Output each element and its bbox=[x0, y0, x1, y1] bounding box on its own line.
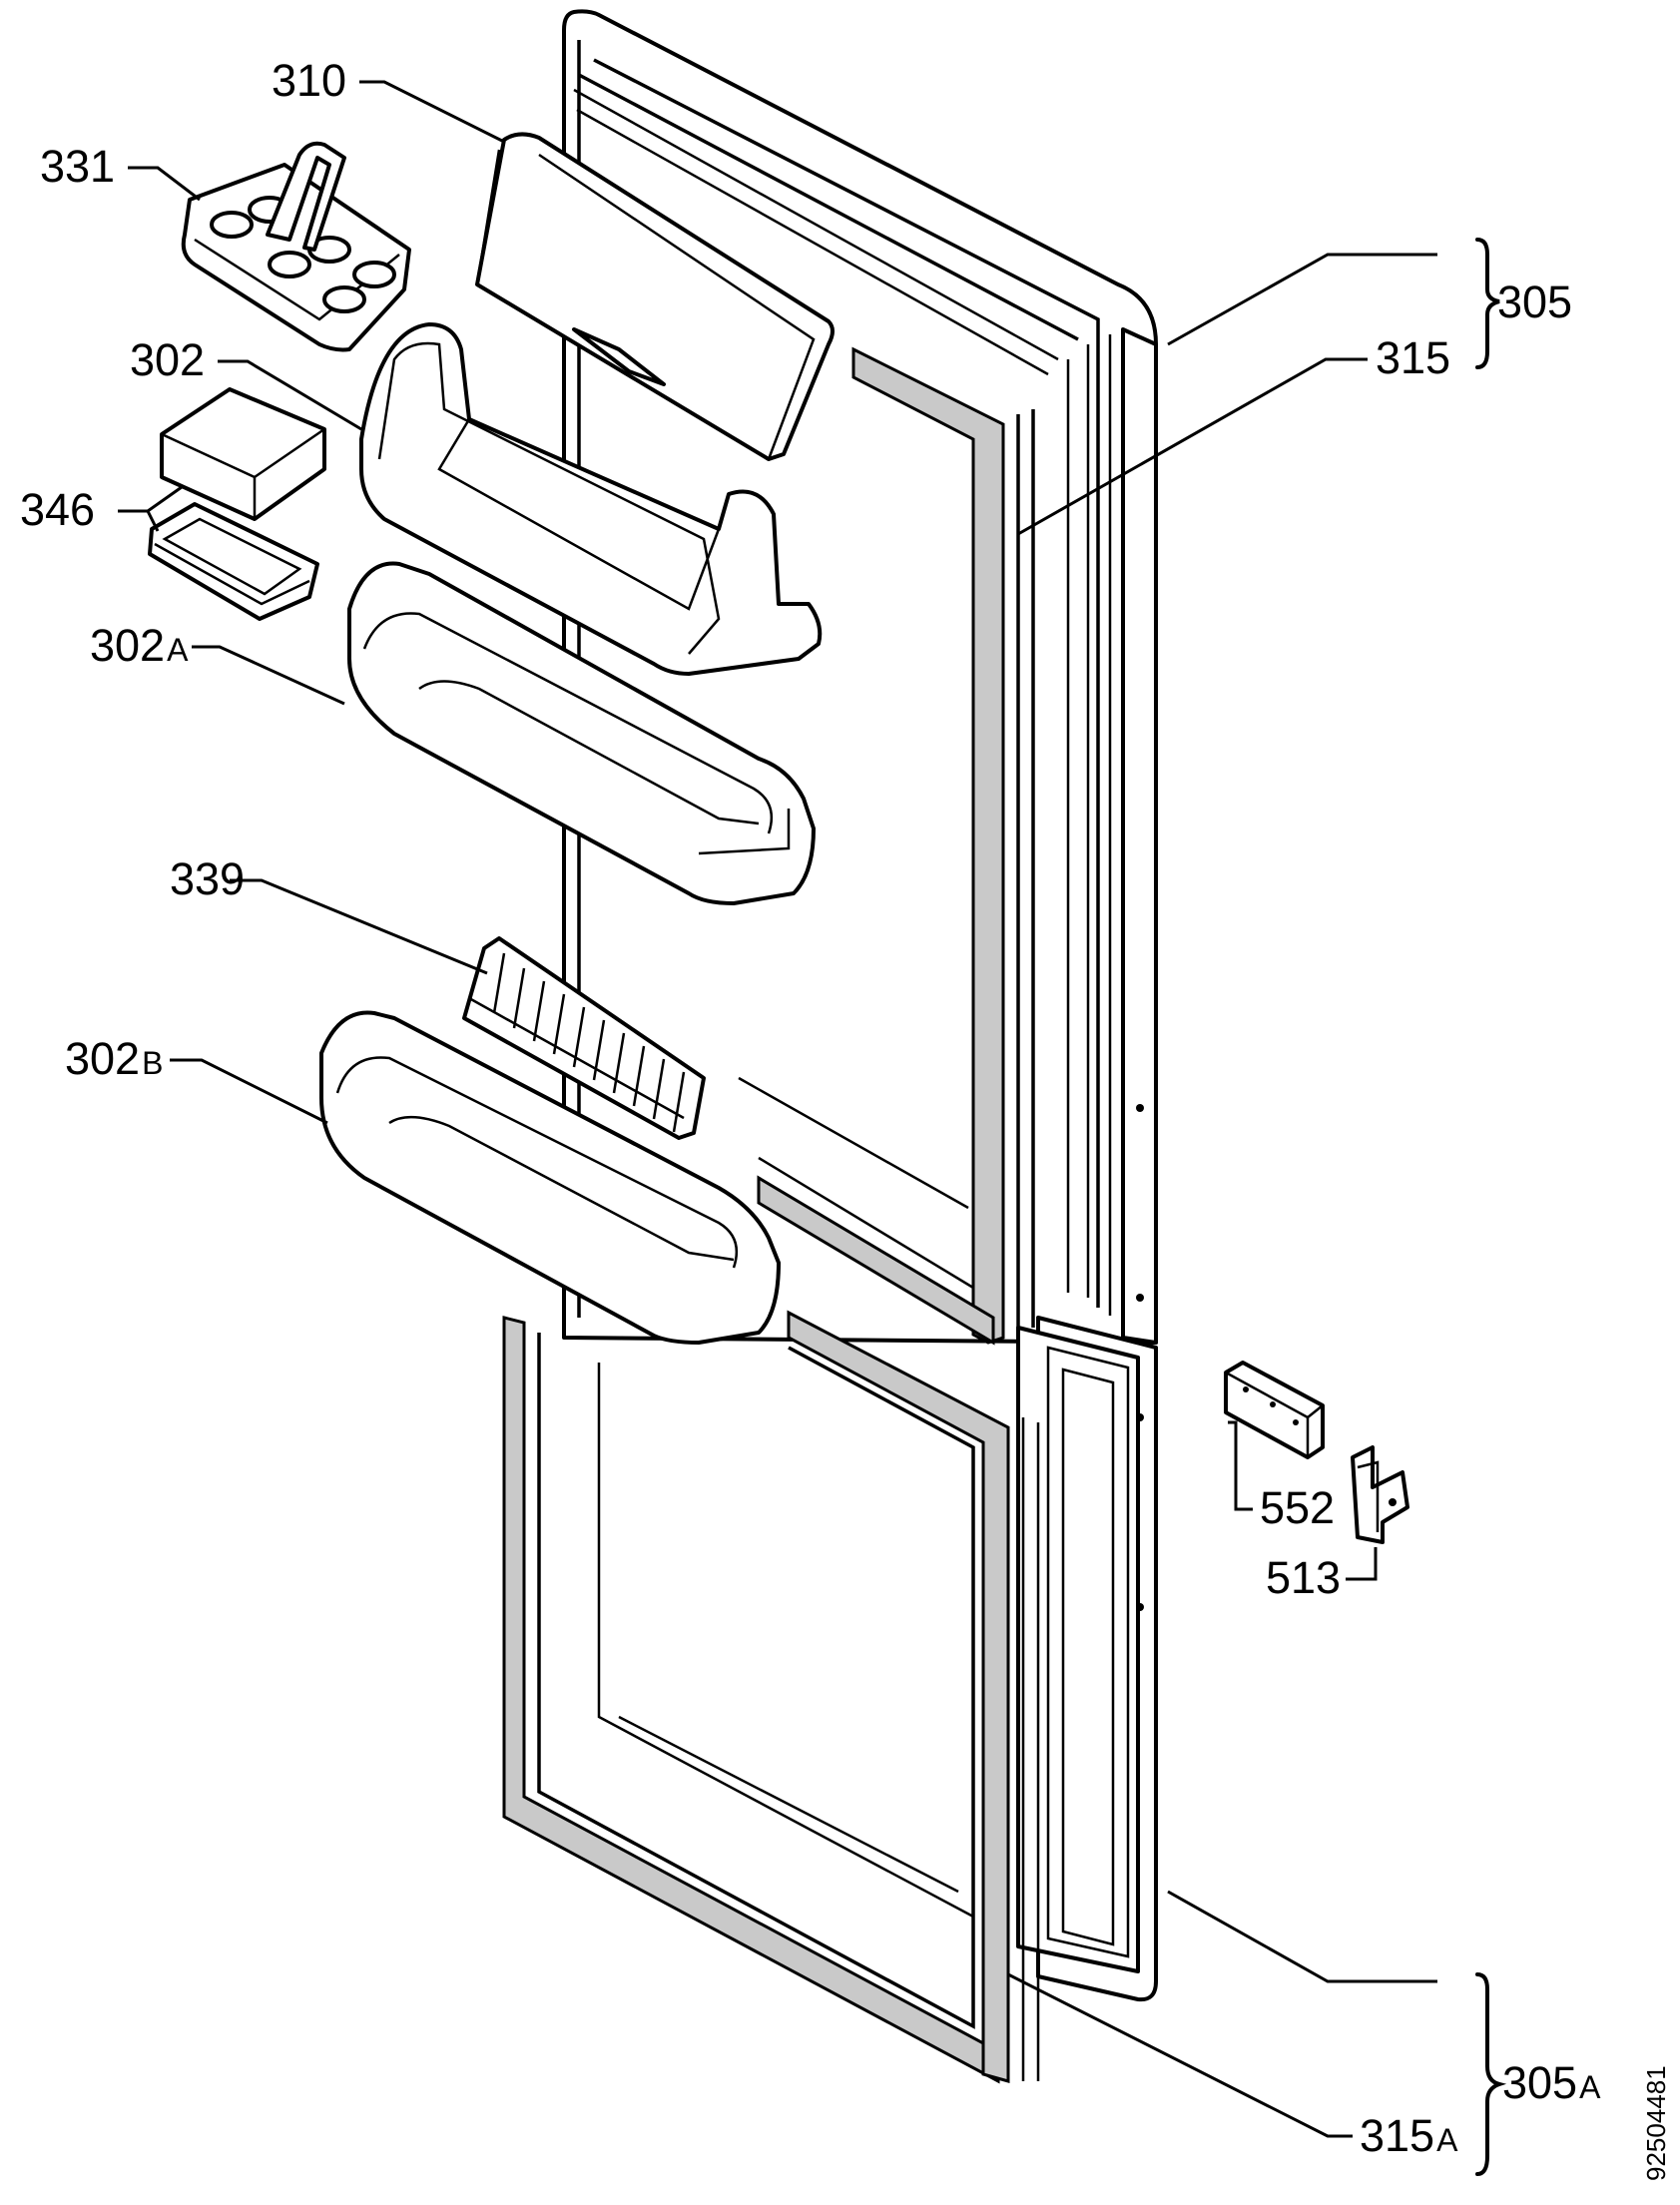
freezer-door-gasket bbox=[502, 1310, 1040, 2084]
label-305a: 305A bbox=[1502, 2057, 1601, 2108]
bottle-retainer bbox=[462, 936, 706, 1140]
document-id: 92504481 bbox=[1641, 2065, 1671, 2181]
egg-tray bbox=[181, 141, 411, 352]
label-302b: 302B bbox=[65, 1033, 163, 1084]
freezer-door bbox=[1016, 1316, 1158, 2002]
hinge-plate bbox=[1224, 1361, 1325, 1459]
bottle-shelf bbox=[359, 322, 823, 676]
callout-labels: 310 331 302 346 302A 339 302B 305 315 55… bbox=[20, 55, 1601, 2161]
brace-305a bbox=[1475, 1972, 1507, 2176]
door-shelf-a bbox=[347, 561, 816, 905]
label-310: 310 bbox=[272, 55, 346, 106]
brace-305 bbox=[1475, 238, 1500, 369]
label-513: 513 bbox=[1266, 1552, 1341, 1603]
label-346: 346 bbox=[20, 484, 95, 535]
label-552: 552 bbox=[1260, 1482, 1335, 1533]
label-331: 331 bbox=[40, 141, 115, 192]
label-305: 305 bbox=[1497, 276, 1572, 327]
label-315: 315 bbox=[1376, 332, 1450, 383]
butter-box bbox=[148, 387, 326, 621]
label-302: 302 bbox=[130, 334, 205, 385]
door-shelf-b bbox=[319, 1010, 781, 1345]
label-315a: 315A bbox=[1360, 2110, 1458, 2161]
dairy-compartment-lid bbox=[475, 132, 835, 461]
hinge-bracket bbox=[1351, 1445, 1409, 1544]
label-302a: 302A bbox=[90, 620, 189, 671]
label-339: 339 bbox=[170, 853, 245, 904]
fridge-door-gasket bbox=[738, 346, 1035, 1346]
leader-lines bbox=[118, 80, 1437, 2138]
